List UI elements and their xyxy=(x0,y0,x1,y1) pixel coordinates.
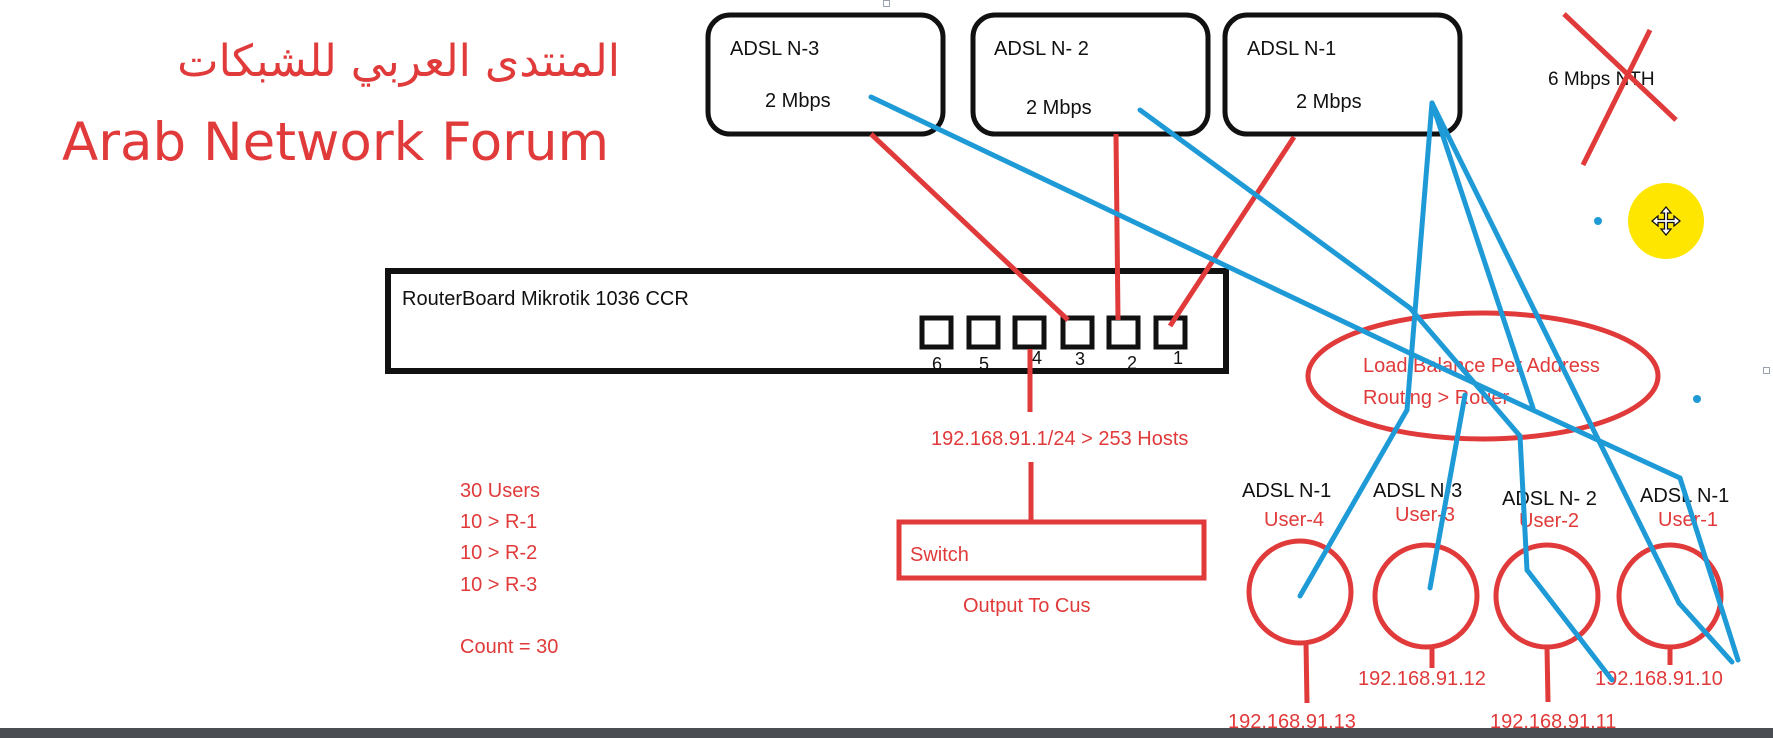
router: RouterBoard Mikrotik 1036 CCR 6 5 4 3 2 … xyxy=(385,268,1229,374)
adsl-box-speed: 2 Mbps xyxy=(1296,91,1362,113)
svg-text:192.168.91.12: 192.168.91.12 xyxy=(1358,668,1486,690)
router-port-4[interactable] xyxy=(1012,315,1047,350)
adsl-box-name: ADSL N-1 xyxy=(1247,38,1336,60)
port-label: 5 xyxy=(979,354,989,374)
routing-lines xyxy=(868,94,1741,683)
port-label: 4 xyxy=(1032,348,1042,368)
svg-text:Count = 30: Count = 30 xyxy=(460,636,558,658)
router-port-2[interactable] xyxy=(1106,315,1141,350)
move-icon xyxy=(1651,206,1681,236)
client-user-4: ADSL N-1 User-4 192.168.91.13 xyxy=(1228,480,1356,733)
client-user-1: ADSL N-1 User-1 192.168.91.10 xyxy=(1595,485,1729,690)
svg-text:192.168.91.10: 192.168.91.10 xyxy=(1595,668,1723,690)
lan: 192.168.91.1/24 > 253 Hosts Switch Outpu… xyxy=(896,349,1207,617)
adsl-box-speed: 2 Mbps xyxy=(765,90,831,112)
selection-handle-right[interactable] xyxy=(1763,367,1770,374)
brand-english-title: Arab Network Forum xyxy=(62,112,610,173)
svg-text:10 > R-2: 10 > R-2 xyxy=(460,542,537,564)
switch-label: Switch xyxy=(910,544,969,566)
router-port-5[interactable] xyxy=(966,315,1001,350)
port-label: 2 xyxy=(1127,353,1137,373)
svg-text:10 > R-3: 10 > R-3 xyxy=(460,574,537,596)
adsl-box-n1: ADSL N-1 2 Mbps xyxy=(1222,12,1463,137)
port-label: 1 xyxy=(1173,348,1183,368)
svg-text:30 Users: 30 Users xyxy=(460,480,540,502)
users-note: 30 Users 10 > R-1 10 > R-2 10 > R-3 Coun… xyxy=(460,480,558,658)
adsl-box-n3: ADSL N-3 2 Mbps xyxy=(705,12,946,137)
svg-text:User-4: User-4 xyxy=(1264,509,1324,531)
router-port-1[interactable] xyxy=(1153,315,1188,350)
client-user-3: ADSL N-3 User-3 192.168.91.12 xyxy=(1358,480,1486,690)
svg-text:User-1: User-1 xyxy=(1658,509,1718,531)
svg-text:192.168.91.13: 192.168.91.13 xyxy=(1228,711,1356,733)
svg-text:ADSL N-3: ADSL N-3 xyxy=(1373,480,1462,502)
adsl-box-name: ADSL N-3 xyxy=(730,38,819,60)
port-label: 6 xyxy=(932,354,942,374)
svg-text:ADSL N- 2: ADSL N- 2 xyxy=(1502,488,1597,510)
svg-text:Routing > Rouer: Routing > Rouer xyxy=(1363,387,1510,409)
switch-output-label: Output To Cus xyxy=(963,595,1090,617)
network-address: 192.168.91.1/24 > 253 Hosts xyxy=(931,428,1188,450)
brand-arabic-title: المنتدى العربي للشبكات xyxy=(177,36,620,87)
bottom-bar xyxy=(0,728,1773,738)
router-port-3[interactable] xyxy=(1060,315,1095,350)
adsl-box-n2: ADSL N- 2 2 Mbps xyxy=(970,12,1211,137)
nth-note: 6 Mbps NTH xyxy=(1548,12,1678,167)
switch xyxy=(896,519,1207,581)
router-label: RouterBoard Mikrotik 1036 CCR xyxy=(402,288,689,310)
svg-text:ADSL N-1: ADSL N-1 xyxy=(1242,480,1331,502)
router-port-6[interactable] xyxy=(919,315,954,350)
wan-links xyxy=(869,132,1297,328)
client-user-2: ADSL N- 2 User-2 192.168.91.11 xyxy=(1490,488,1616,733)
port-label: 3 xyxy=(1075,349,1085,369)
svg-text:User-2: User-2 xyxy=(1519,510,1579,532)
adsl-box-name: ADSL N- 2 xyxy=(994,38,1089,60)
router-ports: 6 5 4 3 2 1 xyxy=(919,315,1188,374)
adsl-box-speed: 2 Mbps xyxy=(1026,97,1092,119)
selection-handle-top[interactable] xyxy=(883,0,890,7)
svg-text:192.168.91.11: 192.168.91.11 xyxy=(1490,711,1616,733)
svg-text:10 > R-1: 10 > R-1 xyxy=(460,511,537,533)
